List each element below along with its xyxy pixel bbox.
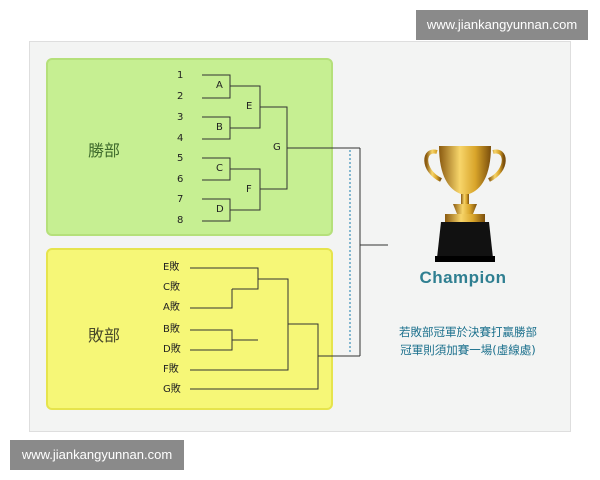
seed-label: 3 [177, 112, 184, 123]
rule-note-line2: 冠軍則須加賽一場(虛線處) [400, 343, 536, 357]
seed-label: 7 [177, 194, 184, 205]
champion-label: Champion [419, 268, 507, 287]
loser-entry: B敗 [163, 324, 180, 335]
seed-label: 4 [177, 133, 184, 144]
trophy-icon [424, 146, 506, 262]
match-label-d: D [216, 204, 224, 215]
winners-bracket-panel [46, 58, 333, 236]
seed-label: 5 [177, 153, 184, 164]
winners-bracket-title: 勝部 [88, 141, 121, 160]
losers-bracket-title: 敗部 [88, 326, 121, 345]
loser-entry: E敗 [163, 262, 180, 273]
match-label-a: A [216, 80, 223, 91]
match-label-b: B [216, 122, 223, 133]
seed-label: 1 [177, 70, 184, 81]
loser-entry: F敗 [163, 364, 179, 375]
losers-bracket-panel [46, 248, 333, 410]
loser-entry: A敗 [163, 302, 180, 313]
rule-note-line1: 若敗部冠軍於決賽打贏勝部 [399, 325, 537, 339]
match-label-c: C [216, 163, 223, 174]
match-label-f: F [246, 184, 252, 195]
seed-label: 8 [177, 215, 184, 226]
match-label-g: G [273, 142, 281, 153]
match-label-e: E [246, 101, 253, 112]
watermark-bottom: www.jiankangyunnan.com [10, 440, 184, 470]
loser-entry: C敗 [163, 282, 180, 293]
rule-note: 若敗部冠軍於決賽打贏勝部 冠軍則須加賽一場(虛線處) [378, 323, 558, 359]
watermark-top: www.jiankangyunnan.com [416, 10, 588, 40]
loser-entry: D敗 [163, 344, 181, 355]
seed-label: 2 [177, 91, 184, 102]
seed-label: 6 [177, 174, 184, 185]
loser-entry: G敗 [163, 384, 181, 395]
